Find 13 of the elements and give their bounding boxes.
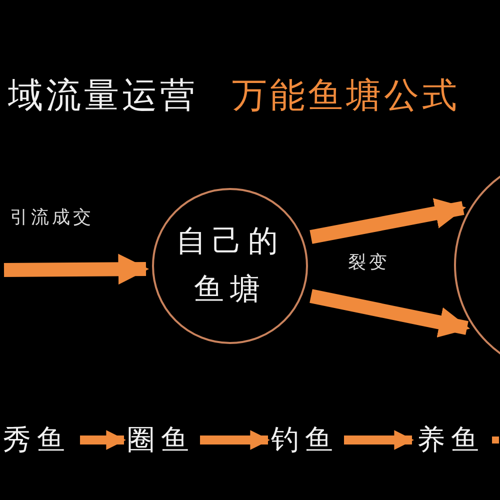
step-label: 圈鱼 — [130, 420, 192, 460]
title: 域流量运营 — [8, 75, 198, 118]
step-label: 养鱼 — [418, 420, 484, 460]
circle — [152, 188, 308, 344]
arrow — [310, 289, 470, 338]
arrow — [80, 430, 126, 450]
step-label: 秀鱼 — [2, 420, 72, 460]
arrow — [344, 430, 414, 450]
subtitle: 万能鱼塘公式 — [232, 75, 460, 118]
arrow — [200, 430, 270, 450]
arrow — [310, 198, 466, 244]
circle-label: 自己的鱼塘 — [175, 223, 285, 309]
arrow — [4, 254, 150, 285]
